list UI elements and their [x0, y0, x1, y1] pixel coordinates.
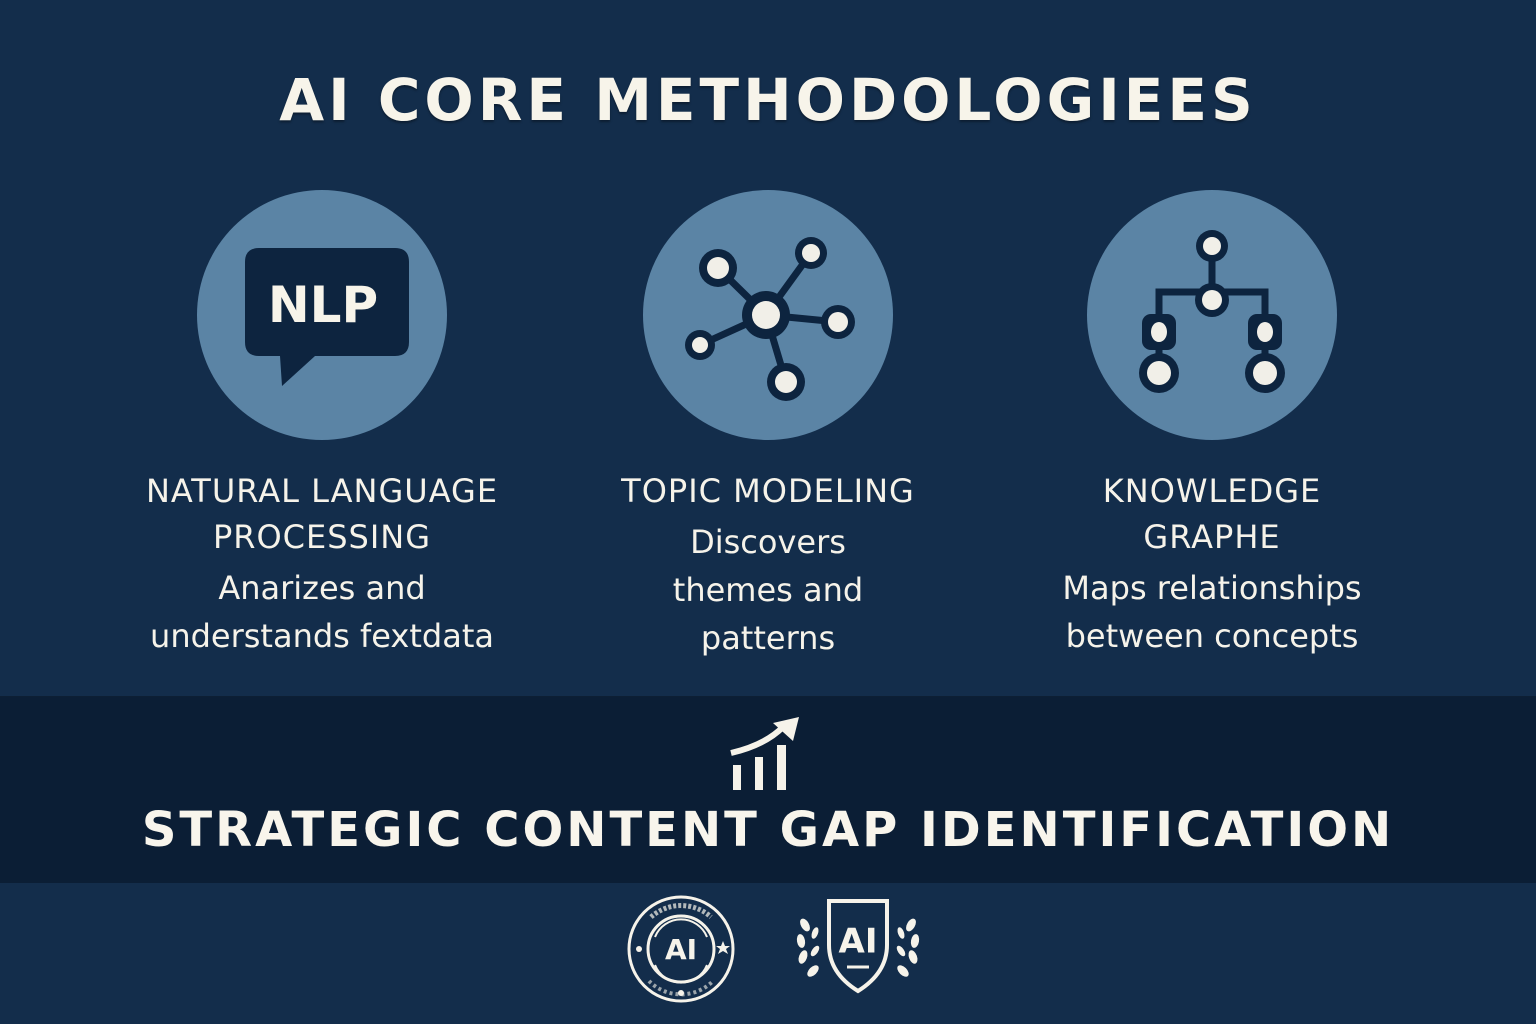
svg-text:AI: AI — [839, 922, 878, 962]
knowledge-graph-heading-line-1: KNOWLEDGE — [1102, 472, 1322, 510]
topic-icon-circle — [643, 190, 893, 440]
banner-title: STRATEGIC CONTENT GAP IDENTIFICATION — [141, 802, 1395, 858]
topic-description-line-1: Discovers — [690, 523, 846, 561]
growth-chart-icon — [730, 717, 799, 790]
nlp-description: Anarizes and understands fextdata — [102, 564, 542, 660]
nlp-speech-bubble-icon: NLP — [245, 248, 409, 386]
knowledge-graph-heading: KNOWLEDGE GRAPHE — [992, 468, 1432, 560]
svg-text:NLP: NLP — [268, 276, 378, 334]
nlp-heading: NATURAL LANGUAGE PROCESSING — [102, 468, 542, 560]
knowledge-graph-heading-line-2: GRAPHE — [1143, 518, 1281, 556]
topic-description-line-3: patterns — [700, 619, 836, 657]
nlp-description-line-1: Anarizes and — [218, 569, 426, 607]
methodology-card-nlp: NLP NATURAL LANGUAGE PROCESSING Anarizes… — [102, 190, 542, 660]
topic-description-line-2: themes and — [672, 571, 864, 609]
topic-heading: TOPIC MODELING — [548, 468, 988, 514]
knowledge-graph-icon-circle — [1087, 190, 1337, 440]
nlp-heading-line-2: PROCESSING — [212, 518, 432, 556]
knowledge-graph-description-line-2: between concepts — [1065, 617, 1359, 655]
ai-shield-laurel-badge-icon: AI — [796, 899, 920, 994]
knowledge-graph-description: Maps relationships between concepts — [992, 564, 1432, 660]
svg-text:AI: AI — [665, 933, 697, 966]
methodology-card-topic-modeling: TOPIC MODELING Discovers themes and patt… — [548, 190, 988, 662]
hierarchy-graph-icon — [1139, 230, 1285, 393]
nlp-description-line-2: understands fextdata — [150, 617, 494, 655]
knowledge-graph-description-line-1: Maps relationships — [1062, 569, 1362, 607]
nlp-heading-line-1: NATURAL LANGUAGE — [145, 472, 499, 510]
network-nodes-icon — [685, 237, 855, 401]
footer — [0, 883, 1536, 1024]
ai-seal-badge-icon: AI — [627, 895, 735, 1003]
topic-heading-line-1: TOPIC MODELING — [621, 472, 915, 510]
methodology-card-knowledge-graph: KNOWLEDGE GRAPHE Maps relationships betw… — [992, 190, 1432, 660]
topic-description: Discovers themes and patterns — [548, 518, 988, 662]
nlp-icon-circle: NLP — [197, 190, 447, 440]
page-title: AI CORE METHODOLOGIEES — [279, 66, 1257, 134]
strategy-banner: STRATEGIC CONTENT GAP IDENTIFICATION — [0, 697, 1536, 883]
